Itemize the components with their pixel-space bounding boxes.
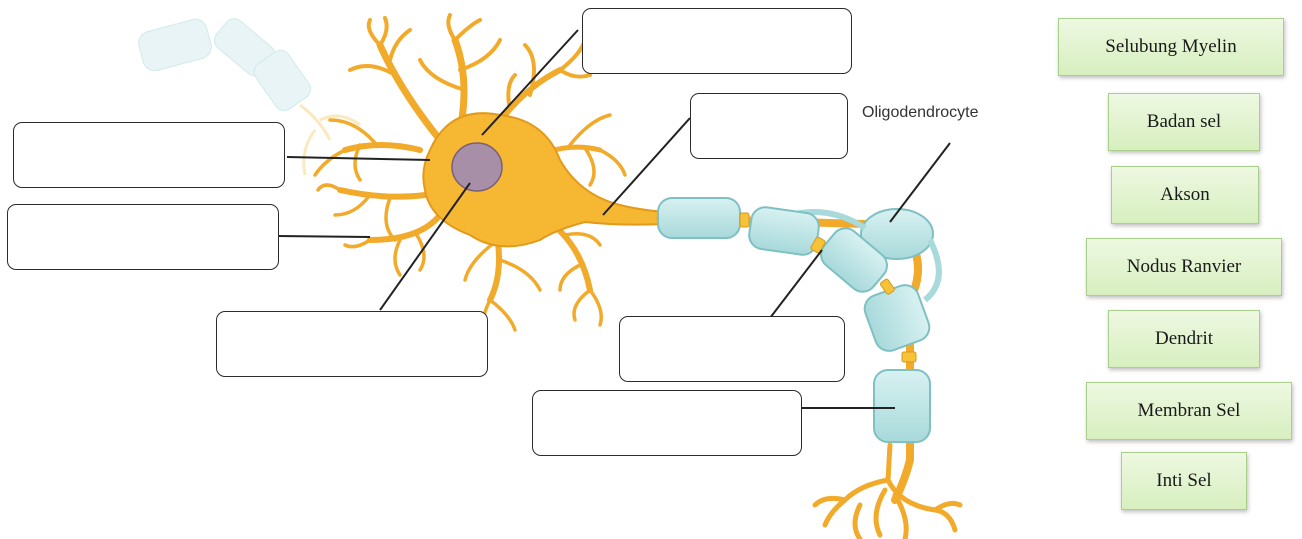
answer-box-7[interactable] (532, 390, 802, 456)
word-chip-nodus-ranvier[interactable]: Nodus Ranvier (1086, 238, 1282, 296)
answer-box-1[interactable] (582, 8, 852, 74)
word-chip-dendrit[interactable]: Dendrit (1108, 310, 1260, 368)
oligodendrocyte-label: Oligodendrocyte (862, 104, 979, 122)
word-chip-inti-sel[interactable]: Inti Sel (1121, 452, 1247, 510)
word-chip-membran-sel[interactable]: Membran Sel (1086, 382, 1292, 440)
answer-box-3[interactable] (13, 122, 285, 188)
answer-box-4[interactable] (7, 204, 279, 270)
answer-box-5[interactable] (216, 311, 488, 377)
word-chip-badan-sel[interactable]: Badan sel (1108, 93, 1260, 151)
answer-box-6[interactable] (619, 316, 845, 382)
nucleus (452, 143, 502, 191)
word-chip-akson[interactable]: Akson (1111, 166, 1259, 224)
axon-terminals (815, 445, 960, 539)
answer-box-2[interactable] (690, 93, 848, 159)
word-chip-selubung-myelin[interactable]: Selubung Myelin (1058, 18, 1284, 76)
